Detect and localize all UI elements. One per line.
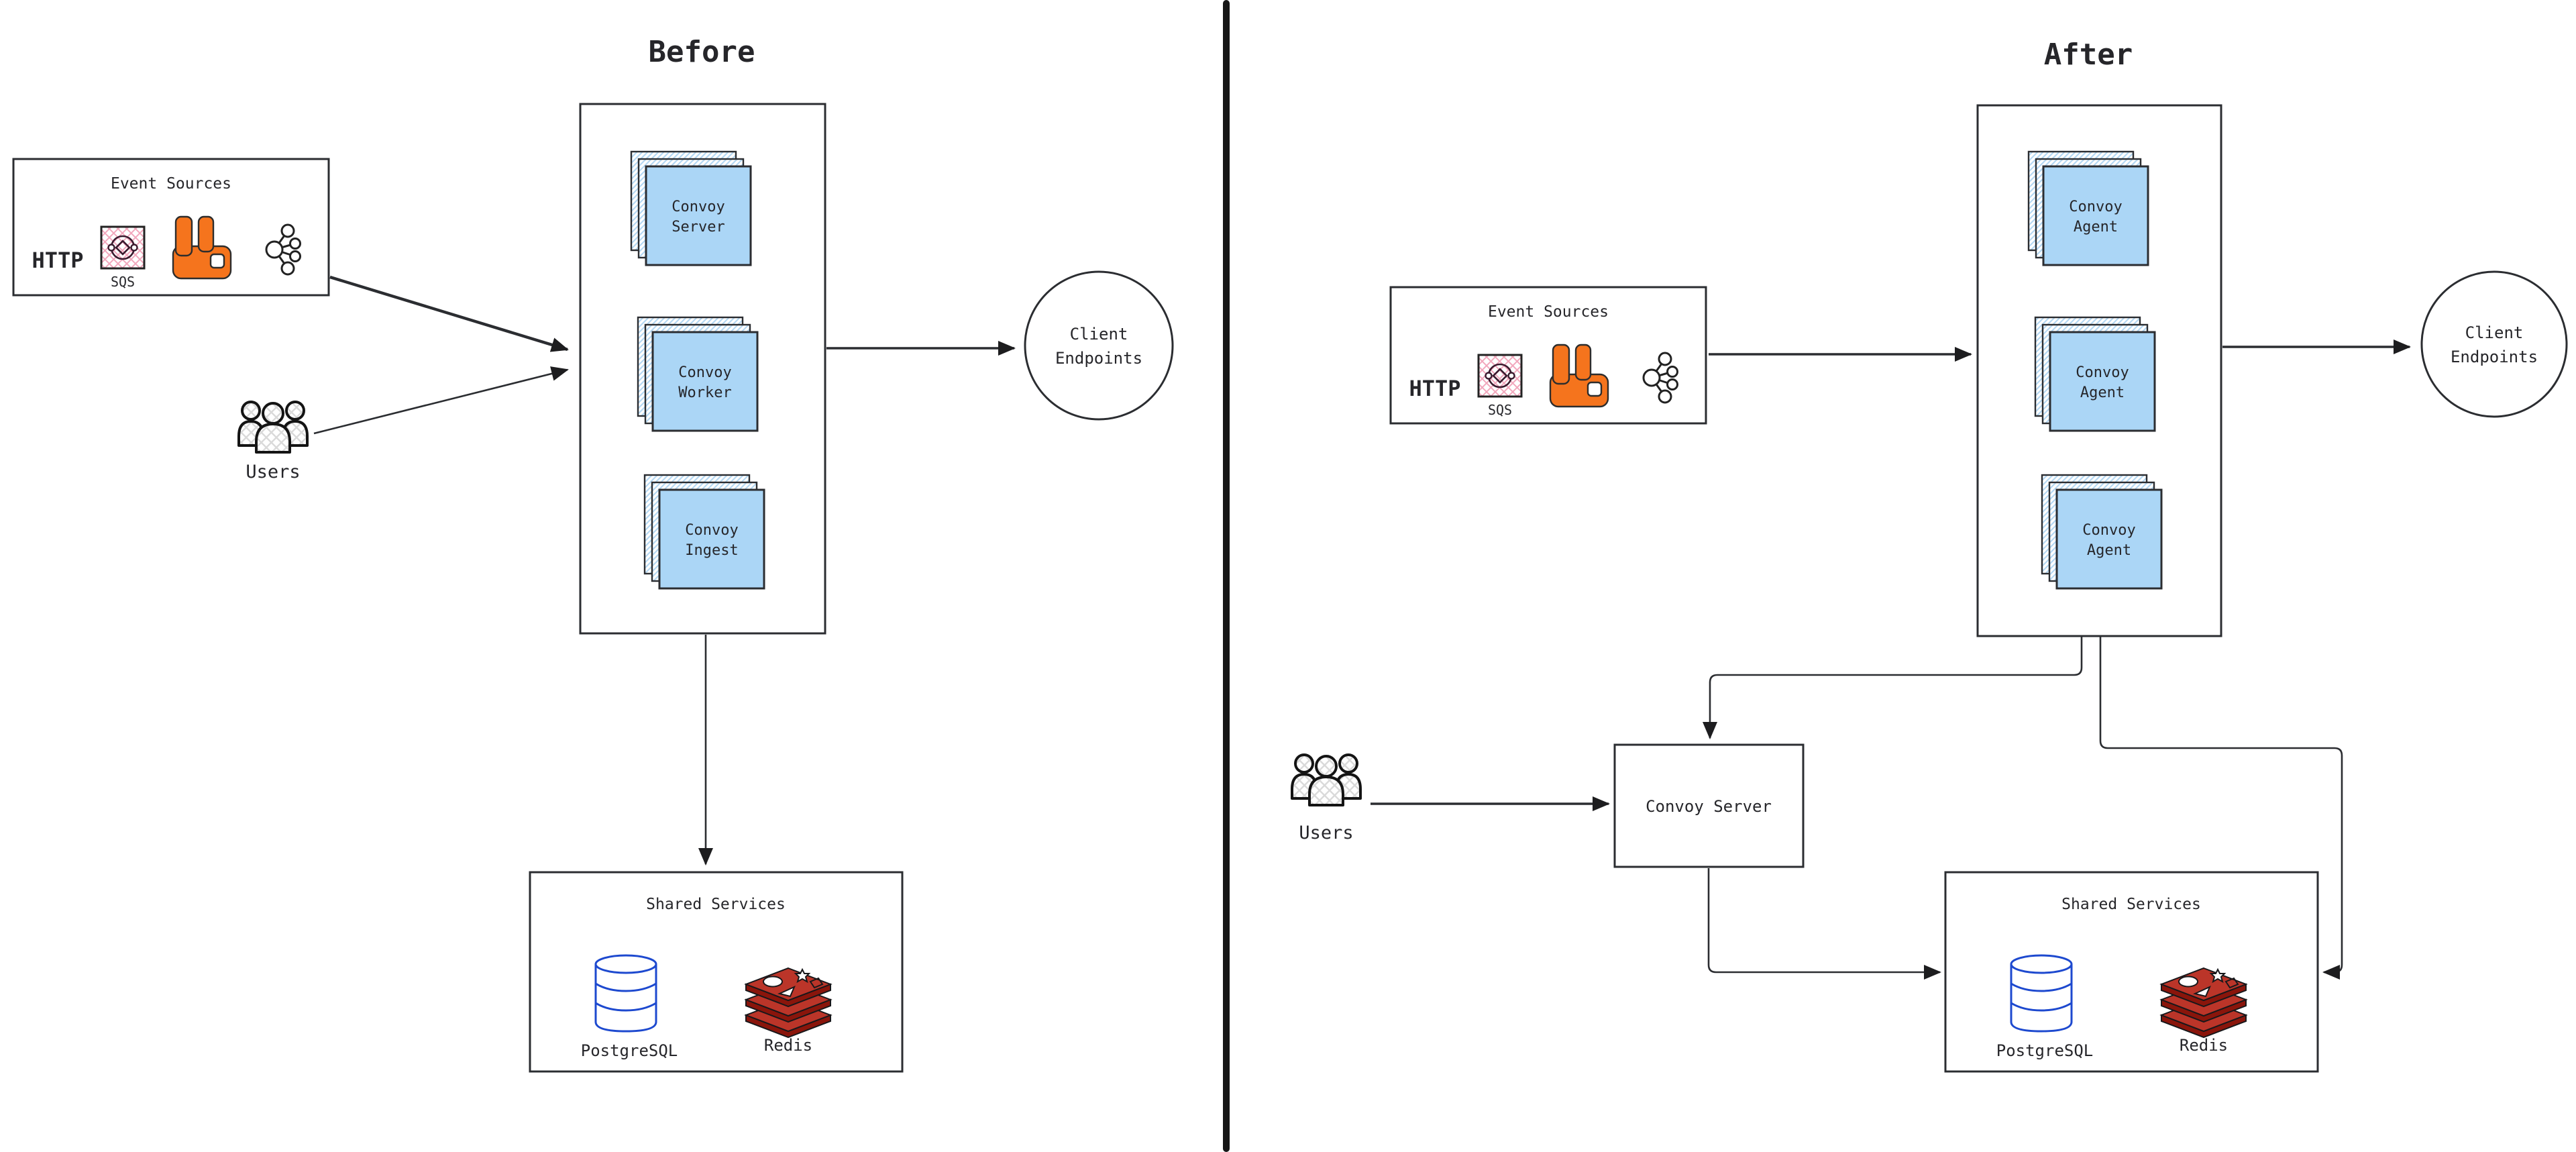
- before-client-endpoints: Client Endpoints: [1024, 270, 1174, 421]
- stack-label: Convoy: [672, 199, 724, 215]
- kafka-icon: [265, 223, 301, 276]
- stack-label: Server: [672, 219, 724, 235]
- stack-label: Convoy: [2076, 364, 2129, 381]
- arrow-container-to-server: [1703, 636, 2083, 739]
- users-label: Users: [1299, 823, 1353, 843]
- http-label: HTTP: [1409, 376, 1460, 401]
- redis-label: Redis: [2180, 1036, 2228, 1055]
- http-label: HTTP: [32, 248, 83, 273]
- postgres-db-icon: [594, 954, 657, 1033]
- users-icon: [1291, 753, 1362, 806]
- rabbitmq-icon: [1549, 344, 1609, 408]
- stack-label: Convoy: [685, 522, 738, 539]
- shared-services-frame: [1944, 871, 2319, 1073]
- stack-label: Ingest: [685, 542, 738, 559]
- stack-label: Convoy: [2069, 199, 2122, 215]
- users-icon: [237, 401, 309, 454]
- before-users: Users: [237, 401, 309, 482]
- after-title: After: [2044, 38, 2133, 72]
- before-title: Before: [649, 35, 755, 69]
- sqs-label: SQS: [1488, 402, 1512, 418]
- stack-label: Agent: [2080, 384, 2125, 401]
- postgres-db-icon: [2010, 954, 2073, 1033]
- client-endpoints-label: Client: [2465, 323, 2524, 342]
- redis-icon: [744, 967, 833, 1039]
- sqs-queue-icon: [1477, 354, 1523, 398]
- stack-label: Agent: [2087, 542, 2131, 559]
- before-stack-convoy-worker: Convoy Worker: [637, 316, 759, 432]
- before-shared-services-box: Shared Services PostgreSQL: [529, 871, 904, 1073]
- before-event-sources-box: Event Sources HTTP SQS: [12, 158, 330, 297]
- convoy-server-label: Convoy Server: [1646, 797, 1772, 816]
- sqs-label: SQS: [111, 274, 135, 290]
- after-convoy-server-box: Convoy Server: [1613, 743, 1805, 868]
- after-shared-services-box: Shared Services PostgreSQL: [1944, 871, 2319, 1073]
- client-endpoints-label: Endpoints: [2451, 348, 2538, 366]
- kafka-icon: [1642, 352, 1678, 404]
- after-event-sources-box: Event Sources HTTP SQS: [1389, 286, 1707, 425]
- client-endpoints-label: Endpoints: [1055, 349, 1142, 368]
- section-divider: [1223, 0, 1230, 1152]
- shared-services-frame: [529, 871, 904, 1073]
- stack-label: Convoy: [678, 364, 731, 381]
- postgres-label: PostgreSQL: [1996, 1041, 2094, 1060]
- stack-label: Worker: [678, 384, 731, 401]
- after-client-endpoints: Client Endpoints: [2420, 270, 2568, 418]
- client-endpoints-label: Client: [1070, 325, 1128, 344]
- rabbitmq-icon: [172, 215, 232, 280]
- postgres-label: PostgreSQL: [581, 1041, 678, 1060]
- redis-icon: [2159, 967, 2248, 1039]
- before-stack-convoy-ingest: Convoy Ingest: [643, 474, 765, 590]
- before-section: Before Event Sources HTTP SQS: [12, 35, 1174, 1073]
- after-users: Users: [1291, 753, 1362, 843]
- event-sources-title: Event Sources: [1488, 303, 1609, 321]
- shared-services-title: Shared Services: [646, 896, 786, 913]
- stack-label: Agent: [2074, 219, 2118, 235]
- after-stack-convoy-agent-3: Convoy Agent: [2041, 474, 2163, 590]
- event-sources-frame: [12, 158, 330, 297]
- sqs-queue-icon: [100, 225, 146, 270]
- event-sources-title: Event Sources: [111, 175, 231, 193]
- arrow-server-to-shared: [1707, 868, 1941, 980]
- event-sources-frame: [1389, 286, 1707, 425]
- arrow-container-to-shared-right: [2099, 636, 2343, 980]
- stack-label: Convoy: [2082, 522, 2135, 539]
- arrow-users-to-container: [313, 366, 569, 435]
- users-label: Users: [246, 462, 300, 482]
- before-stack-convoy-server: Convoy Server: [630, 150, 752, 266]
- after-section: After Event Sources HTTP SQS: [1291, 38, 2568, 1073]
- redis-label: Redis: [764, 1036, 812, 1055]
- after-stack-convoy-agent-1: Convoy Agent: [2027, 150, 2149, 266]
- after-stack-convoy-agent-2: Convoy Agent: [2034, 316, 2156, 432]
- arrow-eventsources-to-container: [329, 275, 569, 352]
- shared-services-title: Shared Services: [2061, 896, 2201, 913]
